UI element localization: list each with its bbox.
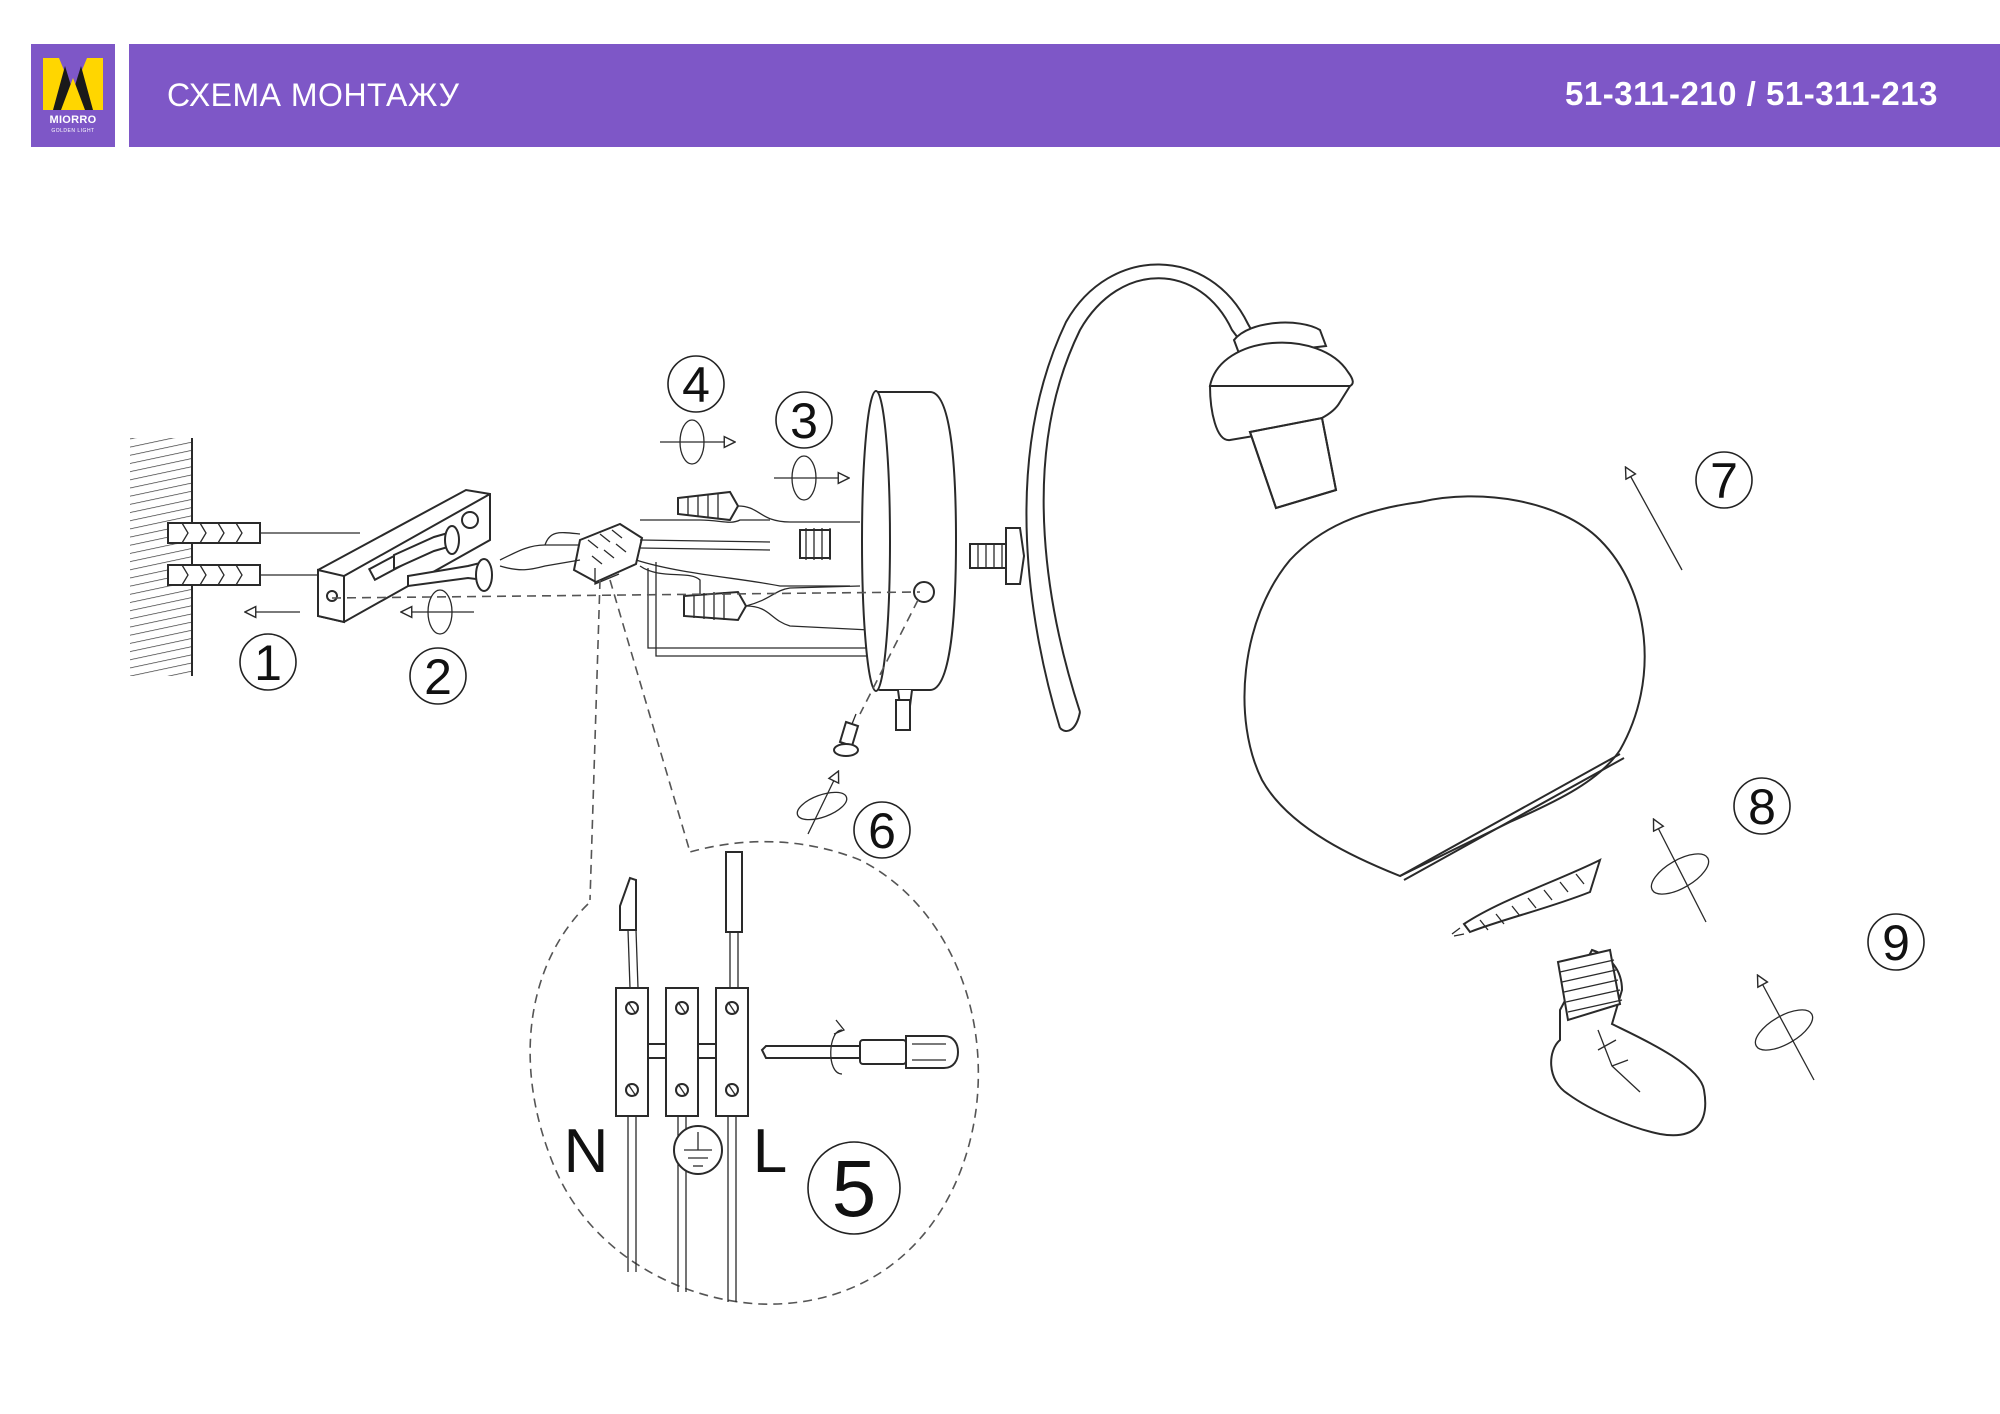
supply-wires: [499, 519, 870, 657]
step-7: 7: [1695, 451, 1753, 509]
step-6-number: 6: [868, 803, 896, 859]
step-3: 3: [775, 391, 833, 449]
step-1-number: 1: [254, 635, 282, 691]
page-title: СХЕМА МОНТАЖУ: [167, 77, 460, 113]
ground-icon: [673, 1125, 723, 1175]
header-bar: СХЕМА МОНТАЖУ 51-311-210 / 51-311-213: [129, 44, 2000, 147]
decorative-ring: [1451, 858, 1602, 937]
brand-tagline: GOLDEN LIGHT: [51, 128, 95, 134]
fixing-screw: [833, 713, 860, 757]
lamp-holder: [1208, 321, 1354, 510]
step-4-number: 4: [682, 357, 710, 413]
step-9-number: 9: [1882, 915, 1910, 971]
step-8-number: 8: [1748, 779, 1776, 835]
step-4: 4: [667, 355, 725, 413]
screwdriver-icon: [760, 1019, 960, 1075]
brand-name: MIORRO: [49, 114, 97, 126]
lamp-arm: [969, 263, 1257, 732]
assembly-lines: [331, 579, 980, 1305]
step-9: 9: [1867, 913, 1925, 971]
glass-shade: [1243, 495, 1646, 881]
terminal-block: [572, 522, 644, 585]
light-bulb: [1550, 948, 1707, 1137]
step-5: 5: [807, 1141, 901, 1235]
brand-logo: MIORRO GOLDEN LIGHT: [31, 44, 115, 147]
step-5-number: 5: [832, 1144, 877, 1233]
wire-label-l: L: [753, 1117, 787, 1186]
wire-connectors: [677, 490, 871, 631]
step-7-number: 7: [1710, 453, 1738, 509]
wire-label-n: N: [564, 1117, 609, 1186]
step-1: 1: [239, 633, 297, 691]
product-code: 51-311-210 / 51-311-213: [1565, 75, 1938, 112]
direction-arrows: [246, 419, 1815, 1081]
canopy: [861, 390, 958, 731]
step-6: 6: [853, 801, 911, 859]
screws: [393, 525, 493, 592]
step-8: 8: [1733, 777, 1791, 835]
wall-plugs: [167, 522, 360, 586]
wall: [130, 438, 193, 676]
step-2: 2: [409, 647, 467, 705]
step-3-number: 3: [790, 393, 818, 449]
wiring-detail: [615, 851, 749, 1302]
step-2-number: 2: [424, 649, 452, 705]
miorro-logo-icon: [43, 58, 103, 110]
